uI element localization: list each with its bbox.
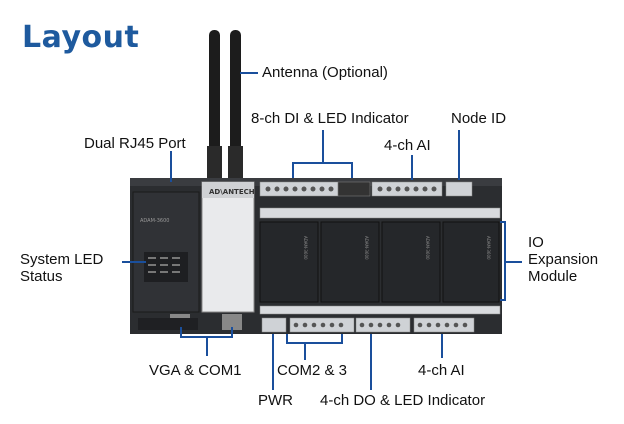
radio-module: [201, 181, 255, 313]
svg-text:ADAM-3600: ADAM-3600: [486, 236, 491, 260]
svg-text:ADAM-3600: ADAM-3600: [425, 236, 430, 260]
label-com2-3: COM2 & 3: [277, 362, 348, 379]
label-system-led-1: System LED: [20, 251, 104, 268]
label-system-led-2: Status: [20, 268, 63, 285]
label-di-led: 8-ch DI & LED Indicator: [251, 110, 409, 127]
svg-text:AD\ANTECH: AD\ANTECH: [209, 188, 255, 196]
svg-text:ADAM-3600: ADAM-3600: [303, 236, 308, 260]
label-io-2: Expansion: [528, 251, 599, 268]
label-node-id: Node ID: [451, 110, 507, 127]
page-title: Layout: [22, 20, 140, 55]
label-ai-bottom: 4-ch AI: [418, 362, 465, 379]
label-io-3: Module: [528, 268, 578, 285]
label-rj45: Dual RJ45 Port: [84, 135, 186, 152]
label-io-1: IO: [528, 234, 544, 251]
antenna-pair: [207, 30, 243, 182]
svg-text:ADAM-3600: ADAM-3600: [140, 218, 169, 224]
io-expansion-modules: [259, 221, 500, 303]
label-ai-top: 4-ch AI: [384, 137, 431, 154]
label-antenna: Antenna (Optional): [262, 64, 388, 81]
label-pwr: PWR: [258, 392, 293, 409]
label-vga-com1: VGA & COM1: [149, 362, 242, 379]
svg-text:ADAM-3600: ADAM-3600: [364, 236, 369, 260]
label-do-led: 4-ch DO & LED Indicator: [320, 392, 486, 409]
